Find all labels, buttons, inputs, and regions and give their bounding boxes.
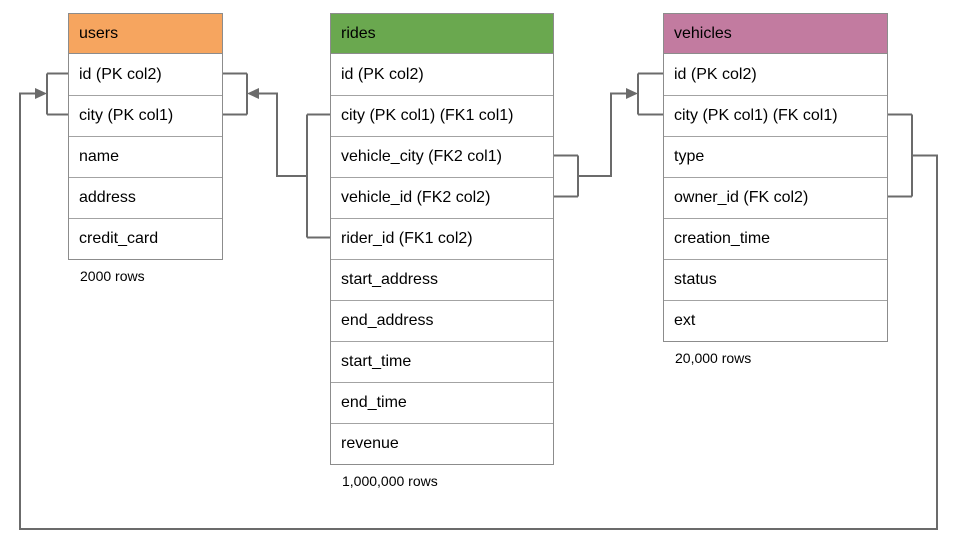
users-row-count: 2000 rows	[80, 268, 145, 284]
column-label: status	[674, 271, 717, 288]
column-label: vehicle_id (FK2 col2)	[341, 189, 491, 206]
column-label: owner_id (FK col2)	[674, 189, 809, 206]
arrowhead-into-users-right-icon	[247, 88, 259, 99]
table-column-row: name	[69, 136, 222, 177]
column-label: start_time	[341, 353, 412, 370]
table-column-row: id (PK col2)	[69, 54, 222, 95]
column-label: id (PK col2)	[674, 65, 757, 83]
column-label: vehicle_city (FK2 col1)	[341, 148, 502, 165]
fk2-rides-right-bracket	[553, 154, 579, 198]
users-columns: id (PK col2) city (PK col1) name address	[69, 54, 222, 259]
rides-table-header: rides	[331, 14, 553, 54]
fk1-path	[258, 92, 307, 177]
column-label: credit_card	[79, 230, 159, 247]
fk2-vehicles-left-bracket	[637, 72, 663, 116]
column-label: start_address	[341, 271, 438, 288]
fk-vehicles-to-users-connector	[19, 72, 938, 530]
column-label: city (PK col1)	[79, 107, 174, 124]
table-column-row: owner_id (FK col2)	[664, 177, 887, 218]
table-column-row: start_time	[331, 341, 553, 382]
column-label: city (PK col1) (FK1 col1)	[341, 107, 514, 124]
vehicles-row-count: 20,000 rows	[675, 350, 752, 366]
vehicles-table-header: vehicles	[664, 14, 887, 54]
fk1-rides-to-users-connector	[222, 72, 330, 239]
table-column-row: city (PK col1) (FK col1)	[664, 95, 887, 136]
table-column-row: vehicle_city (FK2 col1)	[331, 136, 553, 177]
table-column-row: rider_id (FK1 col2)	[331, 218, 553, 259]
table-rides: rides id (PK col2) city (PK col1) (FK1 c…	[330, 13, 554, 465]
arrowhead-into-users-left-icon	[35, 88, 47, 99]
arrowhead-into-vehicles-left-icon	[626, 88, 638, 99]
table-column-row: end_time	[331, 382, 553, 423]
table-group-vehicles: vehicles id (PK col2) city (PK col1) (FK…	[663, 13, 888, 366]
table-column-row: city (PK col1) (FK1 col1)	[331, 95, 553, 136]
column-label: id (PK col2)	[79, 65, 162, 83]
table-users: users id (PK col2) city (PK col1) name	[68, 13, 223, 260]
table-column-row: ext	[664, 300, 887, 341]
table-column-row: revenue	[331, 423, 553, 464]
column-label: end_time	[341, 394, 407, 411]
users-table-header: users	[69, 14, 222, 54]
table-group-users: users id (PK col2) city (PK col1) name	[68, 13, 223, 284]
table-column-row: start_address	[331, 259, 553, 300]
column-label: city (PK col1) (FK col1)	[674, 107, 838, 124]
column-label: address	[79, 189, 136, 206]
column-label: ext	[674, 312, 696, 329]
column-label: revenue	[341, 435, 399, 452]
fk2-path	[578, 92, 627, 177]
column-label: type	[674, 148, 705, 165]
table-column-row: id (PK col2)	[331, 54, 553, 95]
column-label: name	[79, 148, 120, 165]
rides-row-count: 1,000,000 rows	[342, 473, 438, 489]
fk-vehicles-right-bracket	[887, 113, 913, 198]
table-column-row: vehicle_id (FK2 col2)	[331, 177, 553, 218]
table-vehicles: vehicles id (PK col2) city (PK col1) (FK…	[663, 13, 888, 342]
table-column-row: creation_time	[664, 218, 887, 259]
column-label: creation_time	[674, 230, 771, 247]
fk-users-left-bracket	[46, 72, 68, 116]
table-column-row: status	[664, 259, 887, 300]
column-label: id (PK col2)	[341, 65, 424, 83]
table-column-row: id (PK col2)	[664, 54, 887, 95]
column-label: end_address	[341, 312, 434, 329]
column-label: rider_id (FK1 col2)	[341, 230, 473, 247]
rides-columns: id (PK col2) city (PK col1) (FK1 col1) v…	[331, 54, 553, 464]
table-column-row: city (PK col1)	[69, 95, 222, 136]
fk2-rides-to-vehicles-connector	[553, 72, 663, 198]
table-group-rides: rides id (PK col2) city (PK col1) (FK1 c…	[330, 13, 554, 489]
table-column-row: type	[664, 136, 887, 177]
fk-loop-path	[19, 92, 938, 530]
fk1-rides-left-bracket	[306, 113, 330, 239]
table-column-row: credit_card	[69, 218, 222, 259]
table-column-row: end_address	[331, 300, 553, 341]
table-column-row: address	[69, 177, 222, 218]
fk1-users-right-bracket	[222, 72, 248, 116]
vehicles-columns: id (PK col2) city (PK col1) (FK col1) ty…	[664, 54, 887, 341]
